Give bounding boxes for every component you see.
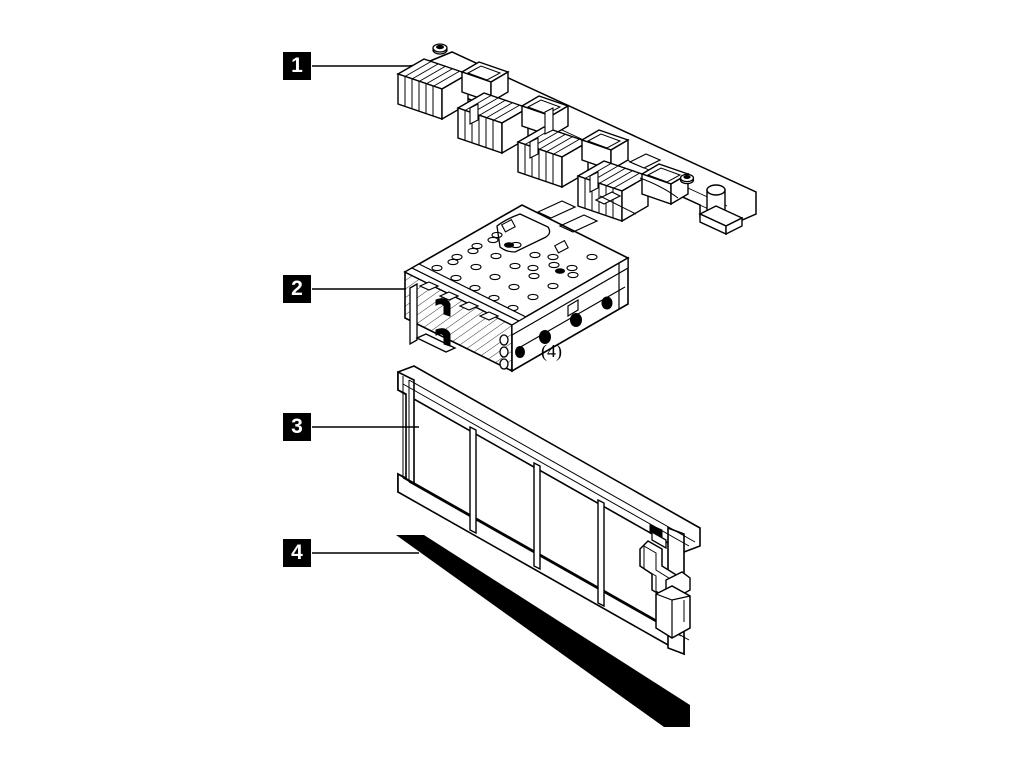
callout-badge-3: 3 bbox=[283, 413, 311, 441]
part-3-cage-frame-bezel bbox=[397, 365, 701, 656]
part-4-filler-strip bbox=[396, 535, 690, 727]
callout-badge-2: 2 bbox=[283, 275, 311, 303]
callout-badge-4: 4 bbox=[283, 539, 311, 567]
part-1-backplane-connector-assembly bbox=[397, 43, 757, 236]
callout-badge-1: 1 bbox=[283, 52, 311, 80]
quantity-label: (4) bbox=[541, 341, 562, 361]
callout-leader-lines bbox=[312, 65, 419, 554]
part-2-drive-cage bbox=[403, 200, 630, 373]
